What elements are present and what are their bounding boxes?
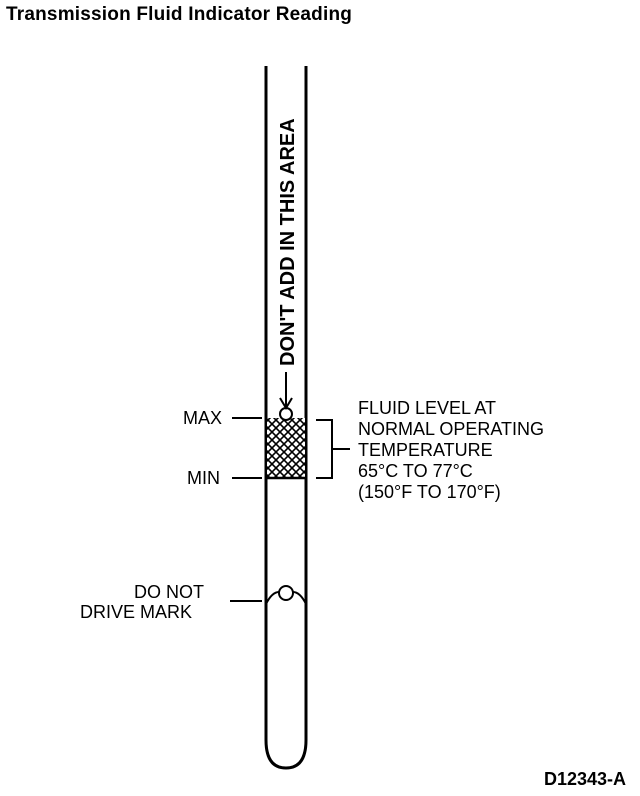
fluid-level-bracket xyxy=(316,419,333,479)
max-label: MAX xyxy=(183,408,223,428)
figure-id: D12343-A xyxy=(543,769,626,789)
diagram-title: Transmission Fluid Indicator Reading xyxy=(6,4,353,25)
min-label: MIN xyxy=(187,468,220,488)
do-not-drive-mark xyxy=(265,591,307,605)
fluid-level-line: 65°C TO 77°C xyxy=(358,461,473,481)
operating-range-hatch xyxy=(267,418,305,478)
warning-zone-label: DON'T ADD IN THIS AREA xyxy=(277,118,299,366)
do-not-drive-line: DO NOT xyxy=(134,582,204,602)
fluid-level-line: (150°F TO 170°F) xyxy=(358,482,501,502)
do-not-drive-line: DRIVE MARK xyxy=(80,602,193,622)
fluid-level-line: FLUID LEVEL AT xyxy=(358,398,497,418)
do-not-drive-circle xyxy=(278,585,294,601)
warning-arrow-head xyxy=(279,397,293,410)
dipstick-outline xyxy=(264,66,308,770)
fluid-level-line: NORMAL OPERATING xyxy=(358,419,545,439)
fluid-level-line: TEMPERATURE xyxy=(358,440,493,460)
